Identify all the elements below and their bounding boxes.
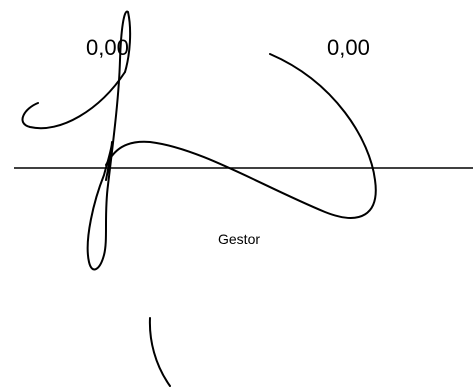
signature-role-label: Gestor bbox=[218, 231, 261, 247]
handwritten-signature bbox=[21, 10, 377, 387]
value-left: 0,00 bbox=[86, 35, 129, 60]
value-right: 0,00 bbox=[327, 35, 370, 60]
